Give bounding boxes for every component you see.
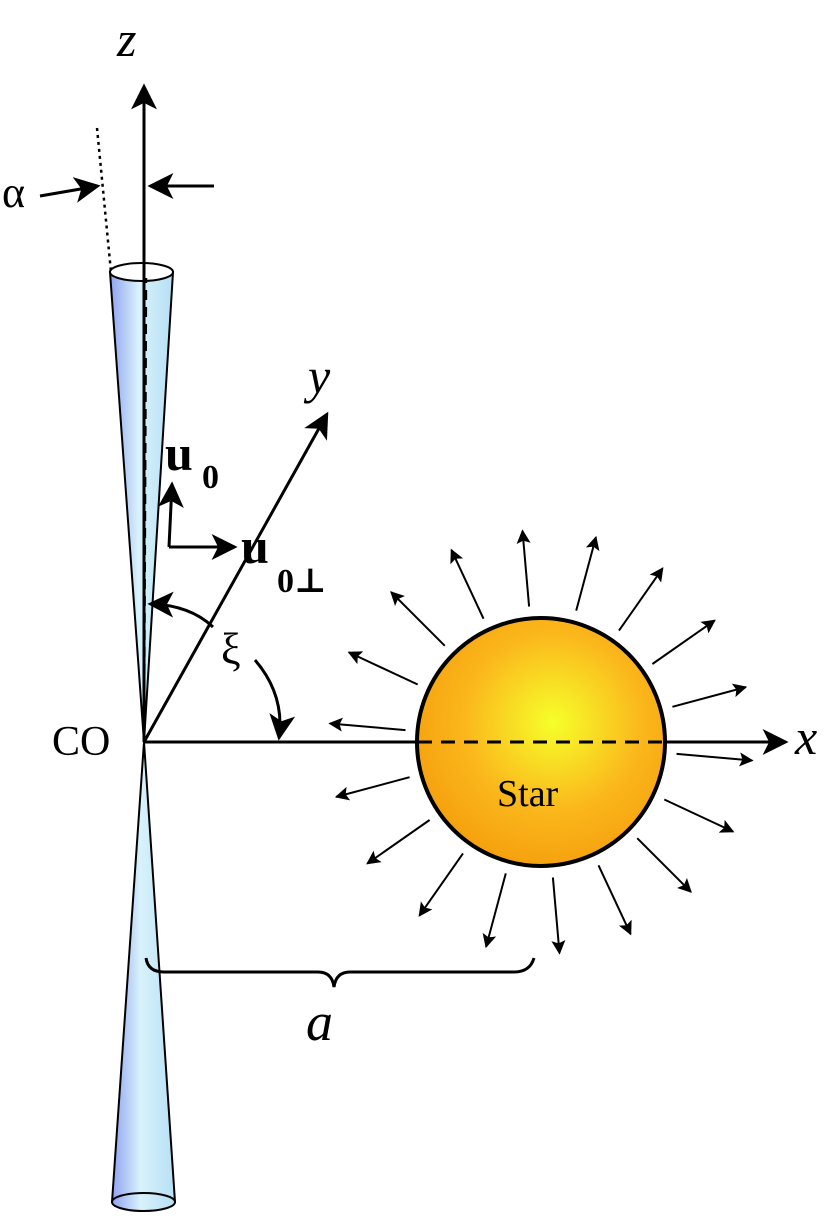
wind-arrow-icon (551, 877, 566, 955)
wind-arrow-icon (482, 873, 507, 949)
wind-arrow-icon (672, 683, 748, 708)
z-axis-label: z (116, 11, 136, 67)
y-axis (142, 411, 329, 743)
wind-arrow-icon (418, 852, 464, 917)
distance-brace (144, 957, 536, 988)
alpha-label: α (2, 168, 25, 217)
xi-arc-lower (253, 659, 296, 741)
wind-arrow-icon (663, 798, 735, 833)
wind-arrow-icon (347, 651, 419, 686)
wind-arrow-icon (366, 819, 431, 865)
u0-vector (157, 481, 184, 548)
wind-arrow-icon (390, 591, 446, 647)
x-axis-label: x (794, 709, 817, 765)
star-label: Star (497, 773, 559, 815)
wind-arrow-icon (516, 529, 531, 607)
lower-jet (110, 741, 177, 1212)
wind-arrow-icon (636, 837, 692, 893)
wind-arrow-icon (334, 776, 410, 801)
origin-label: CO (52, 719, 110, 765)
distance-label: a (306, 992, 333, 1052)
stellar-wind (328, 529, 754, 955)
wind-arrow-icon (575, 535, 600, 611)
y-axis-label: y (303, 348, 331, 404)
wind-arrow-icon (328, 717, 406, 732)
wind-arrow-icon (450, 548, 485, 620)
alpha-arrow-left (39, 177, 101, 203)
u0-subscript: 0 (202, 459, 219, 496)
wind-arrow-icon (651, 619, 716, 665)
upper-jet (108, 262, 175, 743)
wind-arrow-icon (676, 752, 754, 767)
xi-arc-upper (147, 591, 215, 629)
u0perp-subscript: 0⊥ (277, 563, 327, 600)
u0-label: u (165, 425, 193, 481)
alpha-dotted-line (95, 127, 113, 273)
xi-label: ξ (221, 625, 241, 674)
wind-arrow-icon (597, 864, 632, 936)
wind-arrow-icon (618, 567, 664, 632)
u0perp-label: u (241, 518, 269, 574)
